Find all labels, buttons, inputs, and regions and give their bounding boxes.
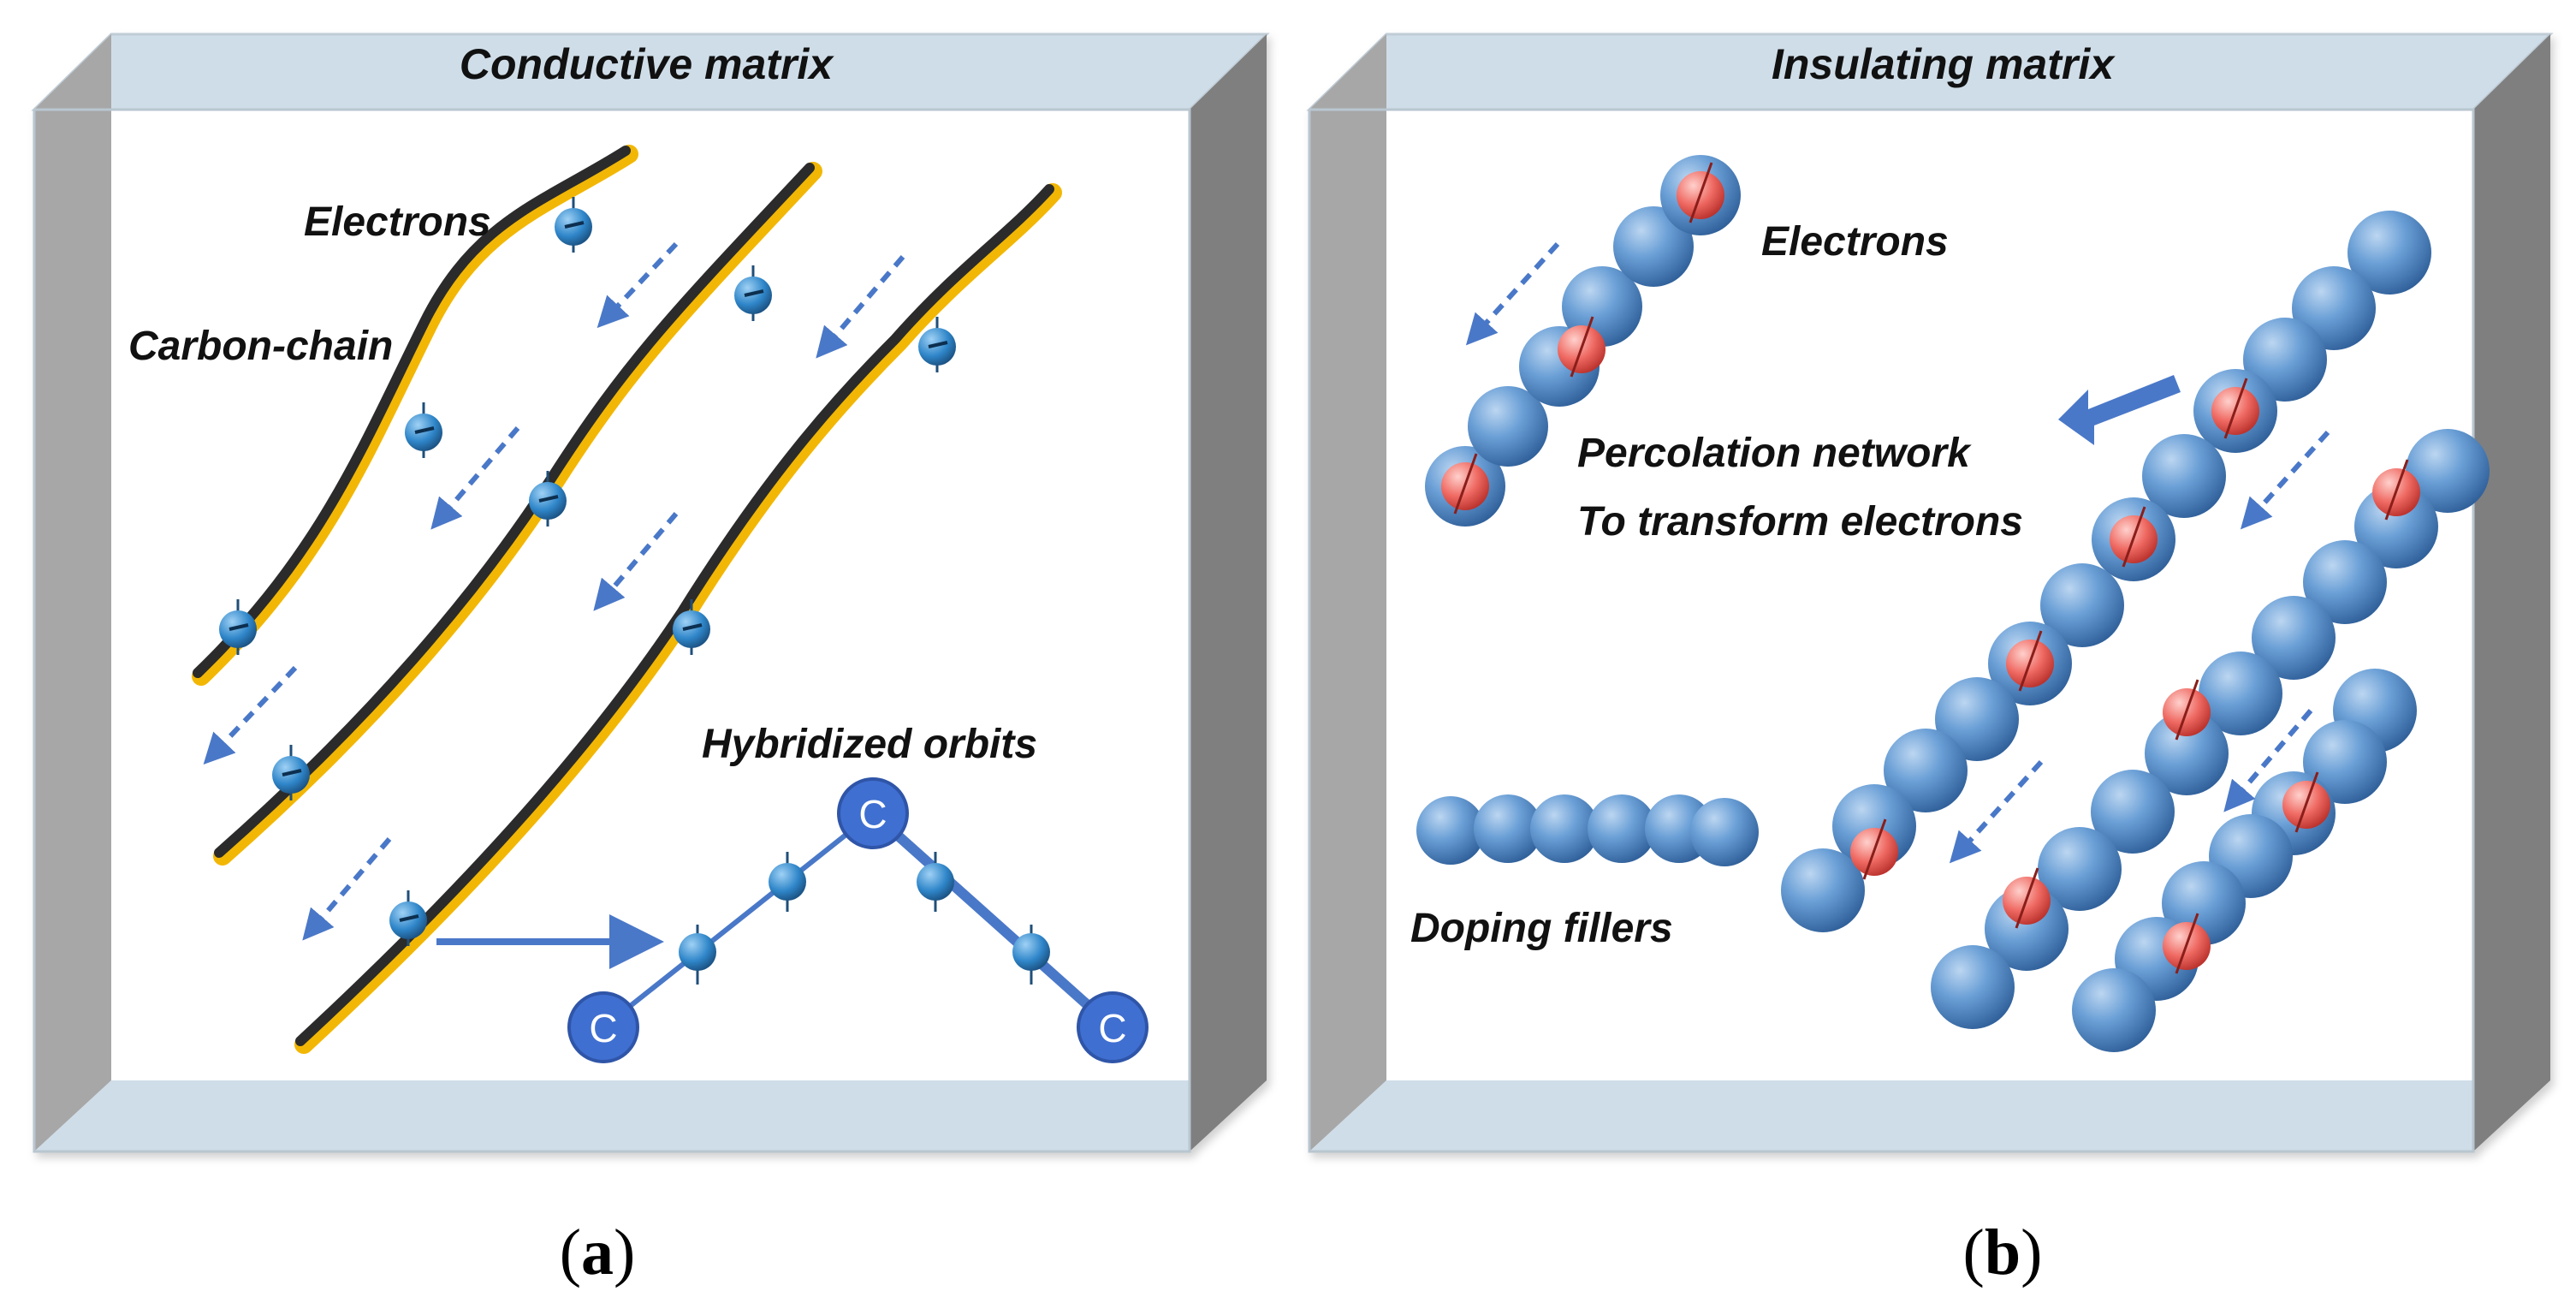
carbon-node: C	[837, 777, 909, 849]
label-hybridized-orbits: Hybridized orbits	[702, 722, 1037, 767]
carbon-node: C	[1077, 991, 1149, 1063]
electron	[1850, 818, 1898, 880]
orbit-electron	[679, 925, 716, 985]
panel-a: Conductive matrix	[31, 33, 1270, 1153]
label-percolation-line2: To transform electrons	[1577, 499, 2023, 544]
electron	[1441, 453, 1489, 515]
electron	[405, 402, 442, 458]
carbon-chain-3-core	[295, 184, 1054, 1046]
electron	[734, 265, 772, 321]
svg-text:C: C	[858, 792, 887, 836]
electron	[2003, 867, 2051, 929]
label-percolation-line1: Percolation network	[1577, 431, 1972, 476]
svg-text:C: C	[1098, 1006, 1126, 1050]
panel-a-frame	[31, 33, 1270, 1153]
carbon-chains	[192, 145, 1062, 1054]
electron	[272, 745, 310, 800]
panel-b: Insulating matrix	[1306, 33, 2554, 1153]
orbit-electron	[769, 852, 806, 912]
dashed-arrow	[597, 241, 679, 329]
electron	[2163, 913, 2211, 974]
electron	[555, 197, 592, 253]
label-electrons-a: Electrons	[304, 199, 491, 245]
dashed-arrow	[593, 512, 679, 611]
electron	[529, 471, 567, 527]
orbit-electron	[917, 852, 954, 912]
label-doping-fillers: Doping fillers	[1410, 906, 1673, 951]
electron	[389, 890, 427, 946]
panel-b-frame	[1306, 33, 2554, 1153]
panel-a-title: Conductive matrix	[460, 40, 834, 88]
svg-text:C: C	[589, 1006, 617, 1050]
electron	[1677, 162, 1724, 223]
orbit-electron	[1012, 925, 1050, 985]
caption-a: (a)	[559, 1217, 636, 1288]
electron	[2110, 506, 2158, 568]
electron	[673, 599, 710, 655]
carbon-chain-1-core	[193, 146, 631, 678]
label-electrons-b: Electrons	[1761, 219, 1949, 265]
carbon-node: C	[567, 991, 639, 1063]
hybridized-orbit-diagram: C C C	[567, 777, 1149, 1063]
panel-b-title: Insulating matrix	[1772, 40, 2116, 88]
chain-electrons	[219, 197, 956, 946]
label-carbon-chain: Carbon-chain	[128, 324, 393, 369]
electron	[2282, 771, 2330, 833]
red-electrons	[1441, 162, 2420, 974]
electron	[2372, 459, 2420, 521]
electron	[219, 599, 257, 655]
electron	[2163, 679, 2211, 741]
caption-b: (b)	[1962, 1217, 2043, 1288]
electron	[2211, 378, 2259, 439]
electron	[1558, 316, 1606, 378]
electron	[918, 317, 956, 372]
percolation-arrow	[2058, 375, 2181, 445]
motion-arrows	[203, 241, 905, 941]
electron	[2006, 630, 2054, 692]
